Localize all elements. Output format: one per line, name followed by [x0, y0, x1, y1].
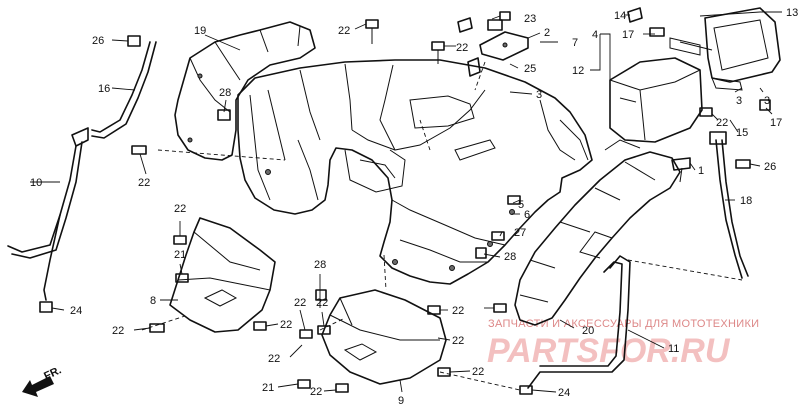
callout-5: 5 [518, 199, 524, 211]
callout-3: 3 [736, 95, 742, 107]
callout-12: 12 [572, 65, 584, 77]
callout-13: 13 [786, 7, 798, 19]
callout-15: 15 [736, 127, 748, 139]
callout-22: 22 [338, 25, 350, 37]
callout-18: 18 [740, 195, 752, 207]
callout-22: 22 [456, 42, 468, 54]
callout-28: 28 [219, 87, 231, 99]
callout-14: 14 [614, 10, 626, 22]
callout-7: 7 [572, 37, 578, 49]
callout-1: 1 [698, 165, 704, 177]
leader-lines [30, 11, 782, 393]
rear-fender [237, 59, 593, 285]
callout-28: 28 [504, 251, 516, 263]
right-stays [527, 131, 749, 389]
callout-20: 20 [582, 325, 594, 337]
watermark-tagline: ЗАПЧАСТИ И АКСЕССУАРЫ ДЛЯ МОТОТЕХНИКИ [488, 318, 759, 330]
callout-22: 22 [316, 297, 328, 309]
watermark: ЗАПЧАСТИ И АКСЕССУАРЫ ДЛЯ МОТОТЕХНИКИ PA… [487, 318, 759, 370]
callout-22: 22 [174, 203, 186, 215]
left-inner-fender [174, 21, 316, 161]
callout-10: 10 [30, 177, 42, 189]
callout-22: 22 [452, 305, 464, 317]
right-outer-fender [514, 139, 681, 326]
callout-21: 21 [262, 382, 274, 394]
front-direction-indicator: FR. [22, 364, 63, 397]
callout-22: 22 [112, 325, 124, 337]
callout-24: 24 [558, 387, 570, 399]
callout-21: 21 [174, 249, 186, 261]
callout-25: 25 [524, 63, 536, 75]
callout-22: 22 [268, 353, 280, 365]
right-lower-guard [321, 289, 447, 385]
callout-11: 11 [668, 343, 679, 355]
left-lower-guard [169, 217, 276, 333]
callout-8: 8 [150, 295, 156, 307]
callout-22: 22 [716, 117, 728, 129]
callout-22: 22 [310, 386, 322, 398]
callout-17: 17 [622, 29, 634, 41]
callout-24: 24 [70, 305, 82, 317]
callout-16: 16 [98, 83, 110, 95]
callout-22: 22 [138, 177, 150, 189]
callout-22: 22 [472, 366, 484, 378]
front-label: FR. [42, 364, 63, 382]
callout-27: 27 [514, 227, 526, 239]
fasteners [39, 7, 771, 395]
callout-4: 4 [592, 29, 598, 41]
callout-2: 2 [544, 27, 550, 39]
callout-26: 26 [92, 35, 104, 47]
callout-3: 3 [536, 89, 542, 101]
mount-plate [467, 19, 529, 77]
callout-17: 17 [770, 117, 782, 129]
callout-9: 9 [398, 395, 404, 407]
callout-28: 28 [314, 259, 326, 271]
tool-box [609, 7, 781, 143]
callout-26: 26 [764, 161, 776, 173]
callout-22: 22 [280, 319, 292, 331]
callout-23: 23 [524, 13, 536, 25]
callout-19: 19 [194, 25, 206, 37]
front-arrow-icon [22, 376, 54, 397]
left-stays [7, 41, 157, 301]
callout-22: 22 [452, 335, 464, 347]
callout-22: 22 [294, 297, 306, 309]
callout-3: 3 [764, 95, 770, 107]
callout-6: 6 [524, 209, 530, 221]
callout-labels: 26 19 22 23 2 7 22 25 3 14 13 4 17 12 3 … [30, 7, 798, 407]
